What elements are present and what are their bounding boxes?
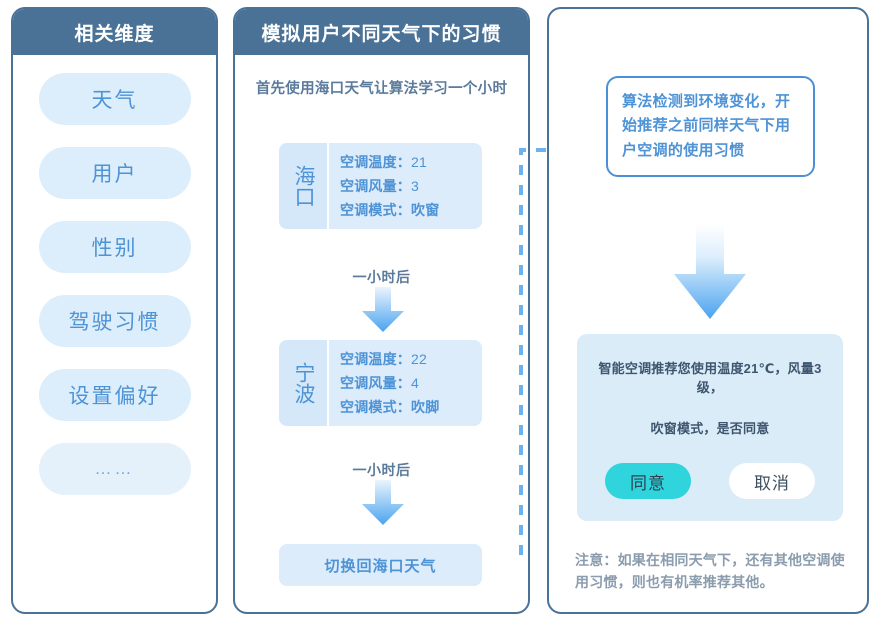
city-settings-ningbo: 空调温度：22 空调风量：4 空调模式：吹脚 xyxy=(329,340,482,426)
city-settings-haikou: 空调温度：21 空调风量：3 空调模式：吹窗 xyxy=(329,143,482,229)
cancel-button[interactable]: 取消 xyxy=(729,463,815,499)
simulation-subtitle: 首先使用海口天气让算法学习一个小时 xyxy=(255,81,508,97)
city-card-ningbo: 宁波 空调温度：22 空调风量：4 空调模式：吹脚 xyxy=(279,340,482,426)
recommendation-note: 注意：如果在相同天气下，还有其他空调使用习惯，则也有机率推荐其他。 xyxy=(575,552,845,591)
step-label-one-hour-2: 一小时后 xyxy=(352,462,411,478)
mid-panel-title: 模拟用户不同天气下的习惯 xyxy=(235,9,528,55)
dimension-item-settings-preference[interactable]: 设置偏好 xyxy=(38,369,191,421)
dimension-item-gender[interactable]: 性别 xyxy=(38,221,191,273)
step-label-one-hour-1: 一小时后 xyxy=(352,269,411,285)
simulation-panel: 模拟用户不同天气下的习惯 首先使用海口天气让算法学习一个小时 海口 空调温度：2… xyxy=(233,7,530,614)
setting-row-fan: 空调风量：4 xyxy=(340,373,482,393)
setting-value: 4 xyxy=(411,375,419,391)
algorithm-detection-callout: 算法检测到环境变化，开始推荐之前同样天气下用户空调的使用习惯 xyxy=(606,76,815,177)
setting-label: 空调风量： xyxy=(340,178,411,194)
dimension-item-driving-habit[interactable]: 驾驶习惯 xyxy=(38,295,191,347)
setting-label: 空调风量： xyxy=(340,375,411,391)
dimension-item-more[interactable]: …… xyxy=(38,443,191,495)
setting-row-mode: 空调模式：吹窗 xyxy=(340,200,482,220)
setting-value: 吹脚 xyxy=(411,399,440,415)
setting-label: 空调模式： xyxy=(340,202,411,218)
city-name-haikou: 海口 xyxy=(279,143,329,229)
city-name-ningbo: 宁波 xyxy=(279,340,329,426)
dimension-item-weather[interactable]: 天气 xyxy=(38,73,191,125)
setting-row-temperature: 空调温度：21 xyxy=(340,152,482,172)
right-panel-body: 算法检测到环境变化，开始推荐之前同样天气下用户空调的使用习惯 智能空调推荐您使用… xyxy=(549,9,867,612)
recommendation-text-line1: 智能空调推荐您使用温度21℃，风量3级， xyxy=(598,361,822,395)
down-arrow-big xyxy=(672,224,748,325)
related-dimensions-panel: 相关维度 天气 用户 性别 驾驶习惯 设置偏好 …… xyxy=(11,7,218,614)
setting-value: 22 xyxy=(411,351,427,367)
setting-row-temperature: 空调温度：22 xyxy=(340,349,482,369)
left-panel-title: 相关维度 xyxy=(13,9,216,55)
setting-label: 空调模式： xyxy=(340,399,411,415)
dimension-item-user[interactable]: 用户 xyxy=(38,147,191,199)
down-arrow-1 xyxy=(360,287,406,338)
setting-label: 空调温度： xyxy=(340,154,411,170)
down-arrow-2 xyxy=(360,480,406,531)
setting-value: 吹窗 xyxy=(411,202,440,218)
mid-panel-body: 首先使用海口天气让算法学习一个小时 海口 空调温度：21 空调风量：3 空调模式… xyxy=(235,55,528,612)
switch-back-weather-box[interactable]: 切换回海口天气 xyxy=(279,544,482,586)
recommendation-panel: 算法检测到环境变化，开始推荐之前同样天气下用户空调的使用习惯 智能空调推荐您使用… xyxy=(547,7,869,614)
setting-row-fan: 空调风量：3 xyxy=(340,176,482,196)
dimension-list: 天气 用户 性别 驾驶习惯 设置偏好 …… xyxy=(13,55,216,495)
recommendation-dialog: 智能空调推荐您使用温度21℃，风量3级， 吹窗模式，是否同意 同意 取消 xyxy=(577,334,843,521)
recommendation-actions: 同意 取消 xyxy=(593,463,827,499)
left-panel-body: 天气 用户 性别 驾驶习惯 设置偏好 …… xyxy=(13,55,216,612)
setting-value: 3 xyxy=(411,178,419,194)
setting-row-mode: 空调模式：吹脚 xyxy=(340,397,482,417)
agree-button[interactable]: 同意 xyxy=(605,463,691,499)
setting-value: 21 xyxy=(411,154,427,170)
city-card-haikou: 海口 空调温度：21 空调风量：3 空调模式：吹窗 xyxy=(279,143,482,229)
recommendation-text-line2: 吹窗模式，是否同意 xyxy=(650,421,770,436)
setting-label: 空调温度： xyxy=(340,351,411,367)
